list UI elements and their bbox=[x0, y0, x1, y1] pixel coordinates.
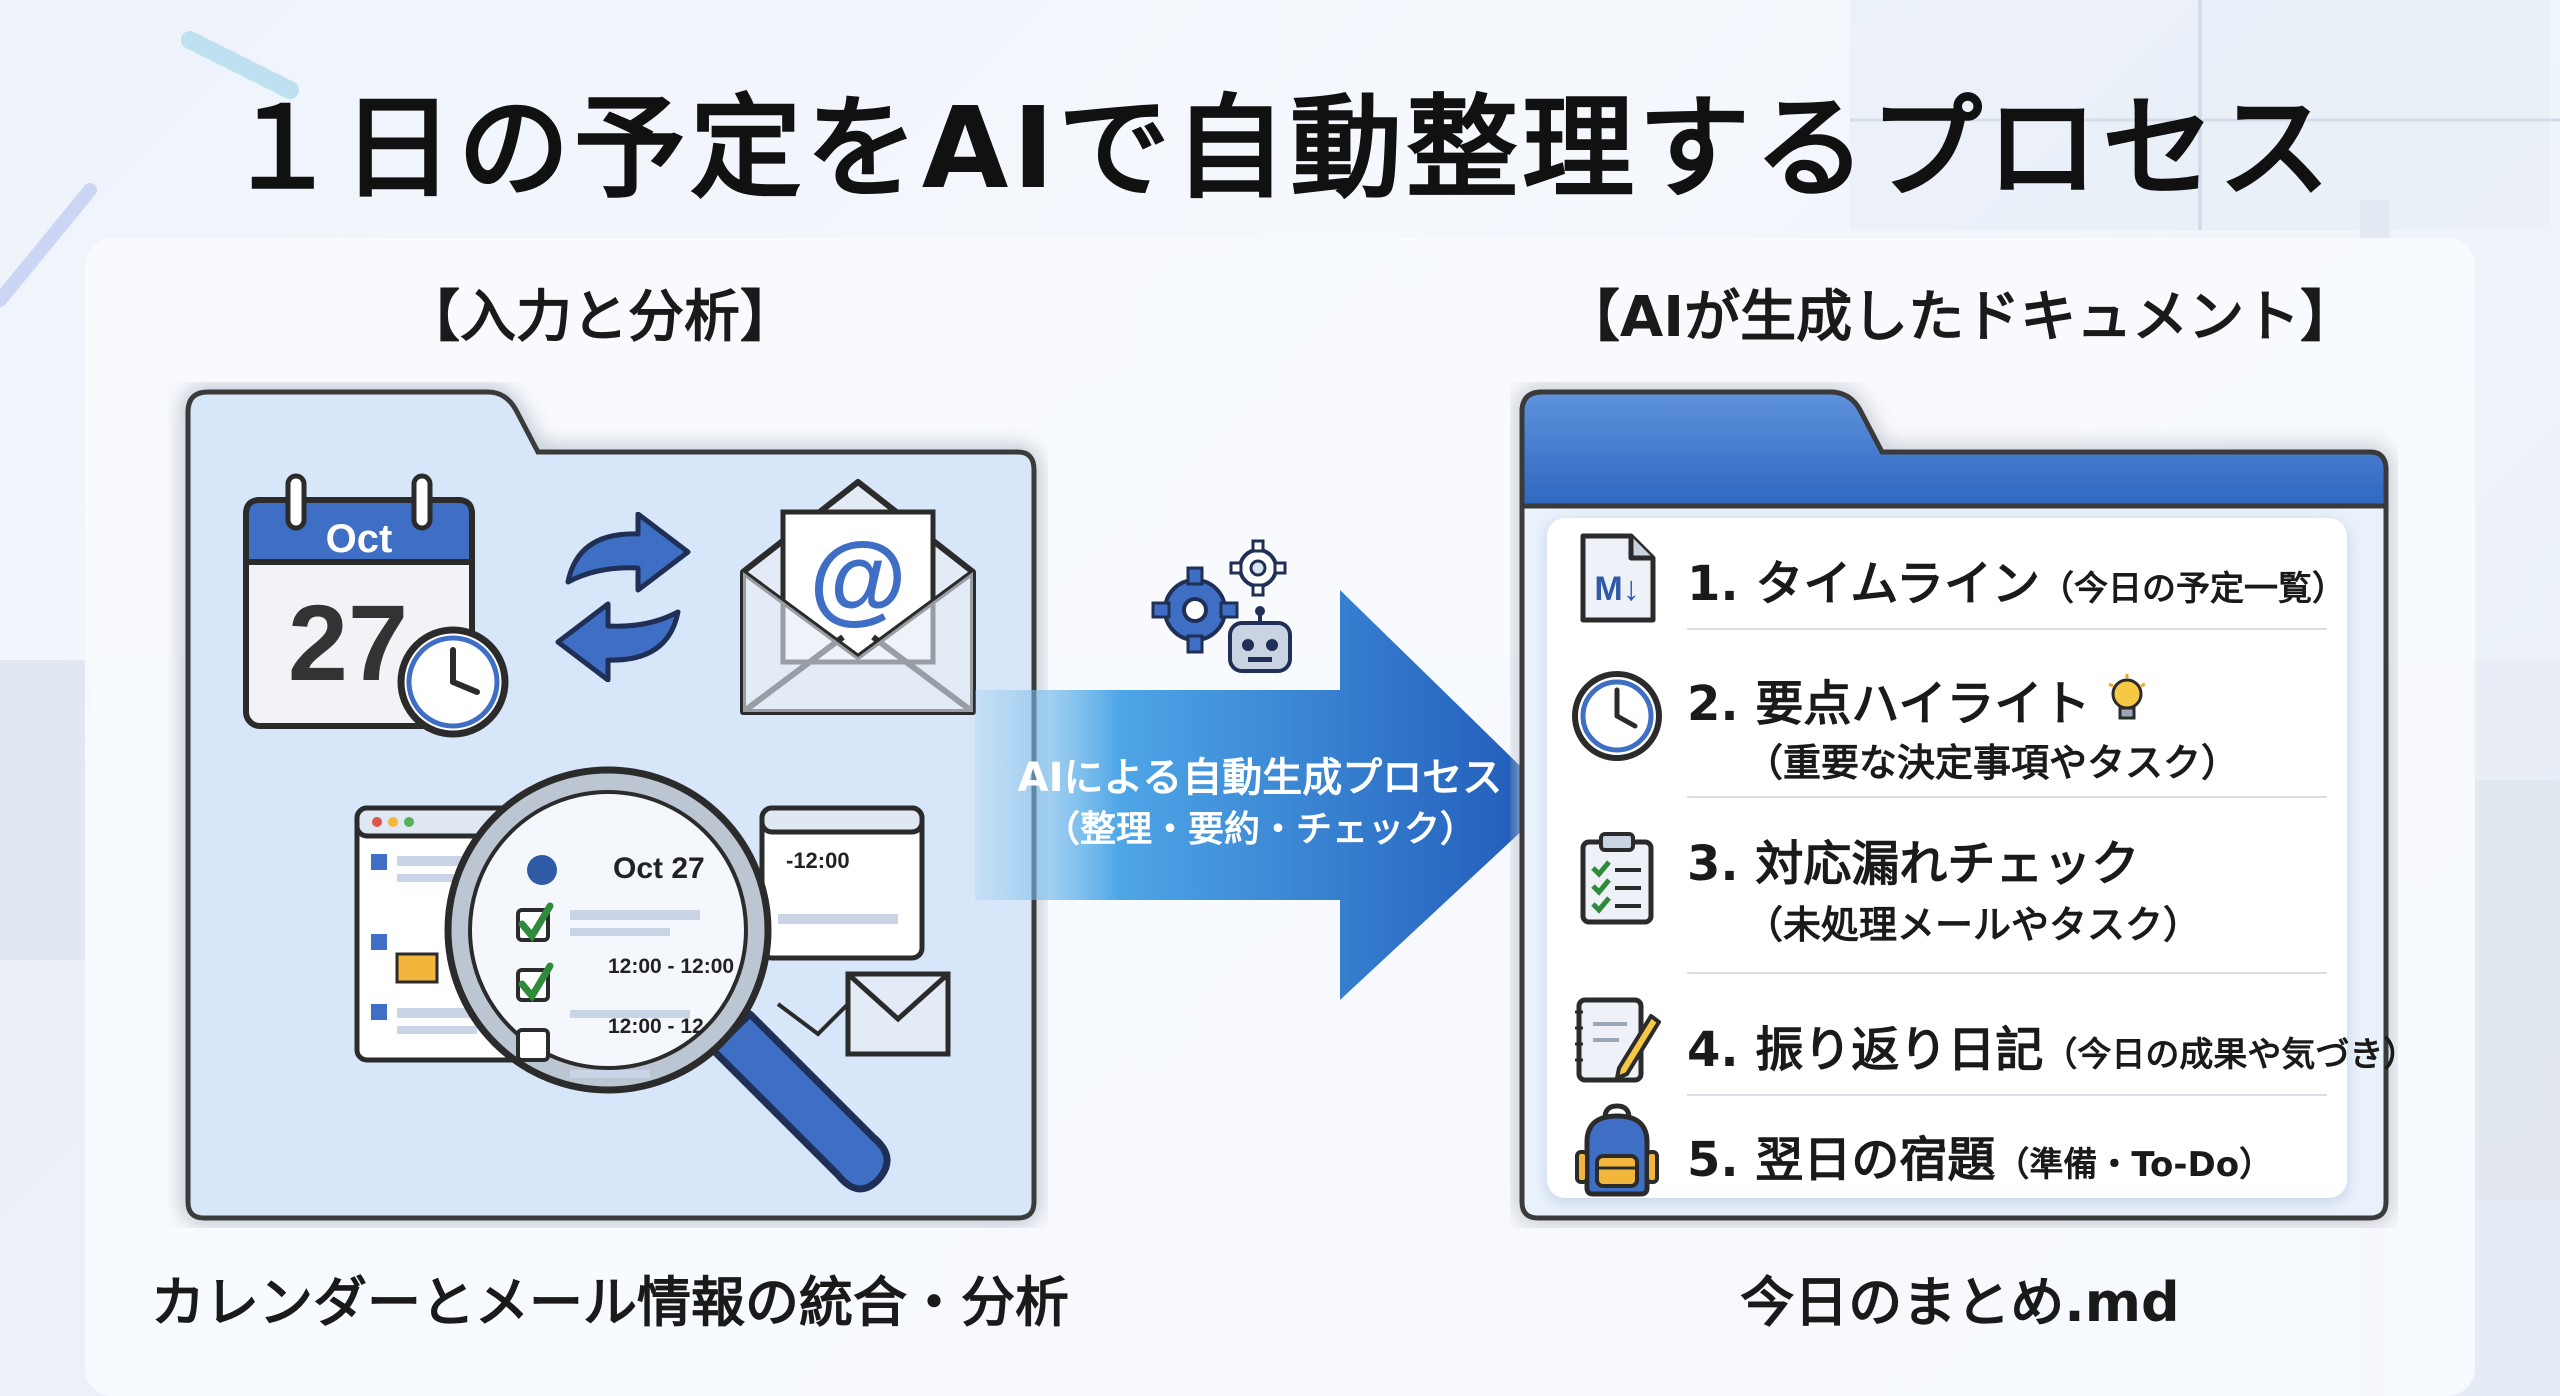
input-section-label: 【入力と分析】 bbox=[404, 285, 796, 350]
markdown-file-icon: M↓ bbox=[1580, 533, 1656, 623]
item-5-sub: （準備・To-Do） bbox=[1995, 1145, 2274, 1185]
magnifier-time2: 12:00 - 12 bbox=[608, 1015, 704, 1038]
list-item: 2. 要点ハイライト （重要な決定事項やタスク） bbox=[1547, 638, 2347, 798]
output-section-label: 【AIが生成したドキュメント】 bbox=[1563, 285, 2357, 350]
document-list: M↓ 1. タイムライン（今日の予定一覧） 2. 要点ハイライト （重要な決定事… bbox=[1547, 518, 2417, 1198]
item-3-sub: （未処理メールやタスク） bbox=[1745, 903, 2202, 947]
divider bbox=[1687, 1094, 2327, 1096]
robot-icon bbox=[1228, 606, 1292, 673]
divider bbox=[1687, 972, 2327, 974]
input-caption: カレンダーとメール情報の統合・分析 bbox=[151, 1271, 1069, 1334]
md-icon-text: M↓ bbox=[1594, 570, 1639, 608]
magnifier-icon bbox=[444, 766, 891, 1193]
gears-icon bbox=[1151, 539, 1287, 654]
calendar-month: Oct bbox=[326, 517, 393, 561]
clock-icon bbox=[1572, 671, 1662, 761]
process-arrow bbox=[975, 590, 1565, 1010]
schedule-sheet-right bbox=[759, 805, 951, 1057]
list-item: M↓ 1. タイムライン（今日の予定一覧） bbox=[1547, 518, 2347, 638]
list-item: 4. 振り返り日記（今日の成果や気づき） bbox=[1547, 980, 2417, 1098]
process-sublabel: （整理・要約・チェック） bbox=[1043, 809, 1476, 850]
item-3-title: 3. 対応漏れチェック bbox=[1687, 836, 2140, 892]
input-folder: Oct 27 @ bbox=[168, 382, 1048, 1228]
sheet-right-time: -12:00 bbox=[786, 848, 850, 873]
list-item: 5. 翌日の宿題（準備・To-Do） bbox=[1547, 1098, 2347, 1198]
calendar-day: 27 bbox=[288, 582, 408, 703]
backpack-icon bbox=[1575, 1103, 1659, 1197]
process-label: AIによる自動生成プロセス bbox=[1017, 755, 1503, 801]
divider bbox=[1687, 628, 2327, 630]
item-4-sub: （今日の成果や気づき） bbox=[2043, 1035, 2418, 1075]
magnifier-date: Oct 27 bbox=[613, 852, 705, 885]
process-arrow-shape bbox=[975, 590, 1555, 1000]
item-1-title: 1. タイムライン（今日の予定一覧） bbox=[1687, 544, 2346, 614]
item-2-main: 2. 要点ハイライト bbox=[1687, 676, 2091, 732]
page-title: １日の予定をAIで自動整理するプロセス bbox=[225, 84, 2335, 214]
item-5-title: 5. 翌日の宿題（準備・To-Do） bbox=[1687, 1120, 2273, 1190]
item-1-main: 1. タイムライン bbox=[1687, 556, 2040, 612]
list-item: 3. 対応漏れチェック （未処理メールやタスク） bbox=[1547, 802, 2347, 972]
item-4-main: 4. 振り返り日記 bbox=[1687, 1022, 2044, 1078]
lightbulb-icon bbox=[2108, 674, 2146, 720]
sync-arrows-icon bbox=[555, 512, 691, 682]
output-caption: 今日のまとめ.md bbox=[1740, 1271, 2180, 1334]
item-1-sub: （今日の予定一覧） bbox=[2039, 569, 2346, 609]
item-5-main: 5. 翌日の宿題 bbox=[1687, 1132, 1996, 1188]
notebook-pencil-icon bbox=[1575, 997, 1661, 1083]
magnifier-time1: 12:00 - 12:00 bbox=[608, 955, 735, 978]
item-2-title: 2. 要点ハイライト bbox=[1687, 664, 2147, 734]
divider bbox=[1687, 796, 2327, 798]
item-2-sub: （重要な決定事項やタスク） bbox=[1745, 741, 2240, 785]
email-at-symbol: @ bbox=[809, 522, 907, 634]
item-4-title: 4. 振り返り日記（今日の成果や気づき） bbox=[1687, 1010, 2417, 1080]
email-envelope-icon: @ bbox=[740, 479, 976, 715]
checklist-clipboard-icon bbox=[1580, 832, 1654, 925]
clock-icon bbox=[397, 626, 509, 738]
